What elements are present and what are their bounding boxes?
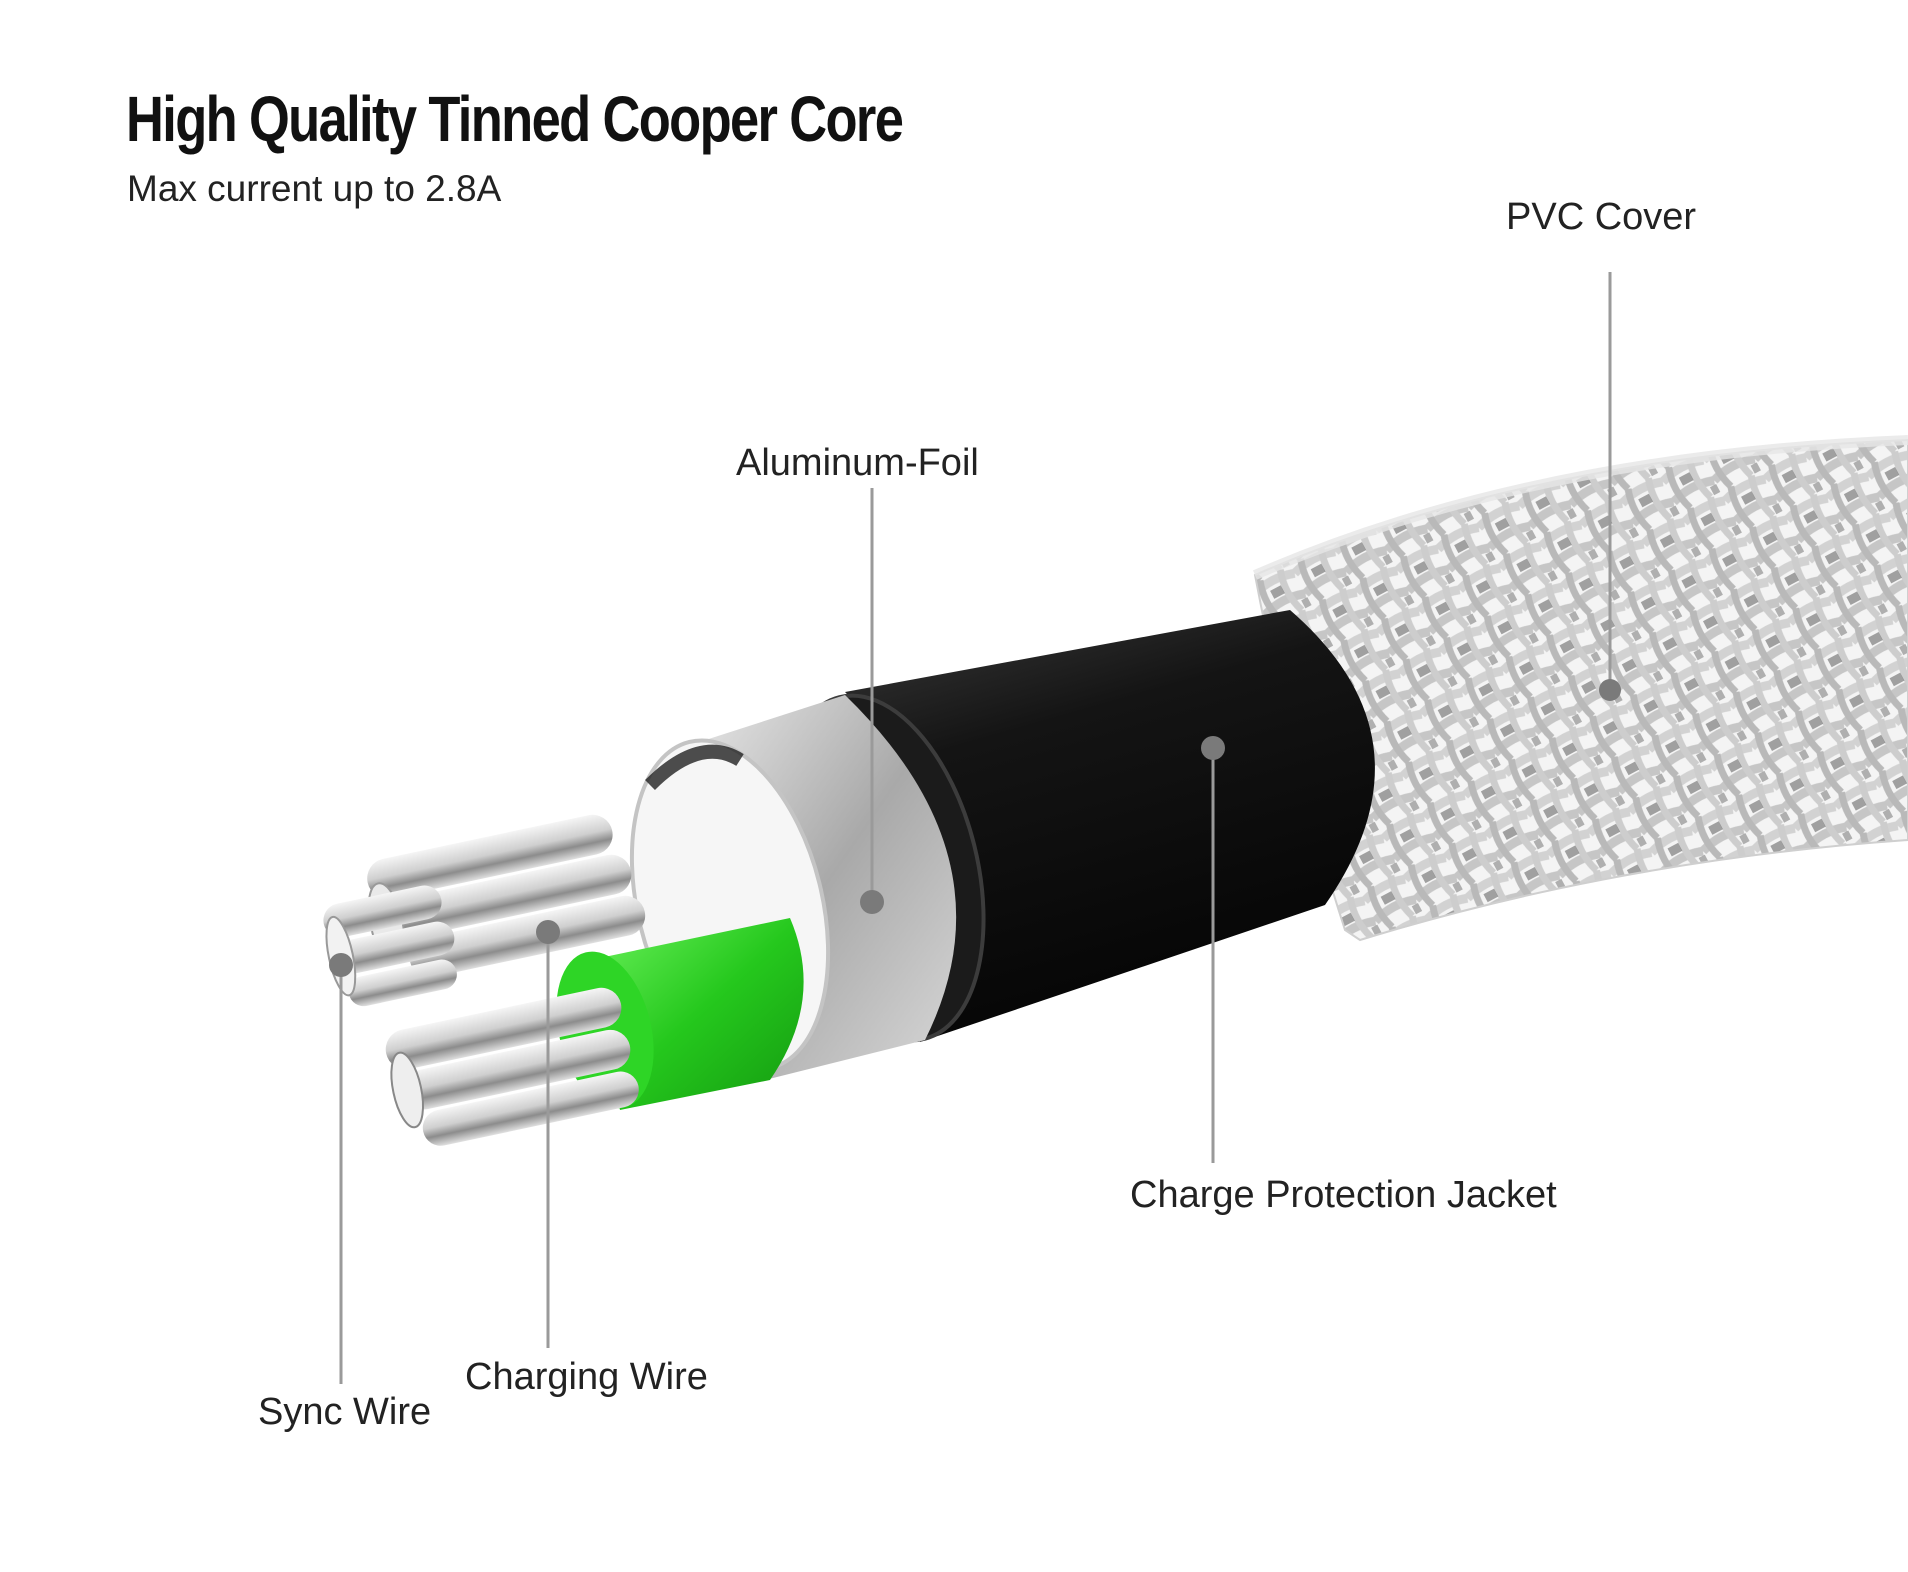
label-pvc-cover: PVC Cover	[1506, 196, 1697, 238]
label-charging-wire: Charging Wire	[465, 1356, 708, 1398]
label-sync-wire: Sync Wire	[258, 1391, 432, 1433]
leader-charging-wire	[536, 920, 560, 1348]
label-charge-protection-jacket: Charge Protection Jacket	[1130, 1174, 1557, 1216]
leader-pvc-cover	[1599, 272, 1621, 701]
title: High Quality Tinned Cooper Core	[126, 83, 904, 155]
subtitle: Max current up to 2.8A	[127, 168, 502, 209]
leader-aluminum-foil	[860, 488, 884, 914]
label-aluminum-foil: Aluminum-Foil	[736, 442, 979, 484]
green-wire-strands	[385, 987, 639, 1146]
leader-charge-protection-jacket	[1201, 736, 1225, 1163]
sync-wire-strands	[323, 885, 457, 1007]
leader-sync-wire	[329, 953, 353, 1384]
